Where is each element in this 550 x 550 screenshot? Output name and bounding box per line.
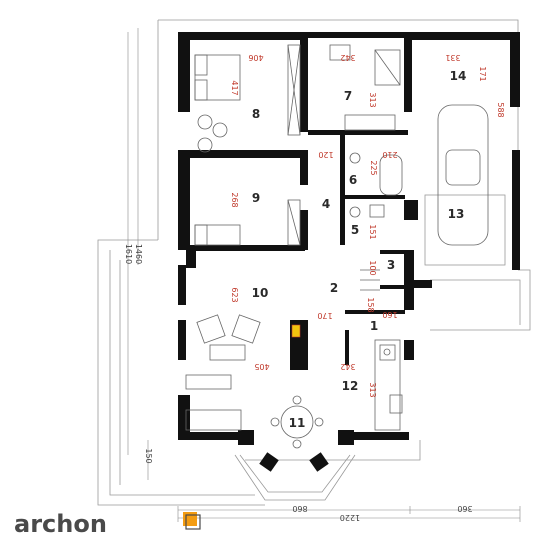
dim-313-room7: 313 <box>368 92 377 107</box>
room-number-4: 4 <box>322 197 330 211</box>
dim-623: 623 <box>230 287 239 302</box>
dim-210: 210 <box>382 150 397 159</box>
dim-100: 100 <box>368 260 377 275</box>
room-number-14: 14 <box>450 69 467 83</box>
room-number-9: 9 <box>252 191 260 205</box>
room-numbers: 8 7 14 6 9 4 13 5 3 10 2 1 12 11 <box>252 69 467 430</box>
dim-120: 120 <box>318 150 333 159</box>
dimension-lines <box>127 28 521 522</box>
dim-588: 588 <box>496 102 505 117</box>
dim-1220: 1220 <box>340 513 360 522</box>
room-number-13: 13 <box>448 207 465 221</box>
logo-outline-square <box>185 514 201 530</box>
dim-406-top: 406 <box>248 53 263 62</box>
room-number-6: 6 <box>349 173 357 187</box>
room-number-2: 2 <box>330 281 338 295</box>
logo-text: archon <box>14 510 107 538</box>
dim-1610: 1610 <box>124 244 133 264</box>
dim-160: 160 <box>382 310 397 319</box>
room-number-12: 12 <box>342 379 359 393</box>
dim-225: 225 <box>369 160 378 175</box>
room-number-7: 7 <box>344 89 352 103</box>
logo-accent-square <box>183 512 197 526</box>
dim-331: 331 <box>445 53 460 62</box>
dim-1460: 1460 <box>134 244 143 264</box>
archon-logo: archon <box>14 510 201 538</box>
fireplace <box>291 324 301 338</box>
room-number-3: 3 <box>387 258 395 272</box>
dim-268: 268 <box>230 192 239 207</box>
interior-dimensions: 406 342 331 417 313 171 588 120 210 225 … <box>230 53 505 398</box>
dim-170: 170 <box>317 311 332 320</box>
dim-171: 171 <box>478 66 487 81</box>
dim-860: 860 <box>292 504 307 513</box>
dim-342-kitchen: 342 <box>340 362 355 371</box>
room-number-1: 1 <box>370 319 378 333</box>
dim-150: 150 <box>144 448 153 463</box>
dim-151: 151 <box>368 224 377 239</box>
room-number-8: 8 <box>252 107 260 121</box>
roof-outline <box>97 19 531 506</box>
furniture <box>185 44 489 449</box>
exterior-dimensions: 1460 1610 150 860 360 1220 <box>124 244 473 522</box>
dim-313-kitchen: 313 <box>368 382 377 397</box>
dim-342-top: 342 <box>340 53 355 62</box>
room-number-11: 11 <box>289 416 306 430</box>
dim-360: 360 <box>457 504 472 513</box>
room-number-10: 10 <box>252 286 269 300</box>
dim-417: 417 <box>230 80 239 95</box>
dim-158: 158 <box>366 297 375 312</box>
room-number-5: 5 <box>351 223 359 237</box>
walls <box>178 32 520 472</box>
dim-405: 405 <box>254 362 269 371</box>
